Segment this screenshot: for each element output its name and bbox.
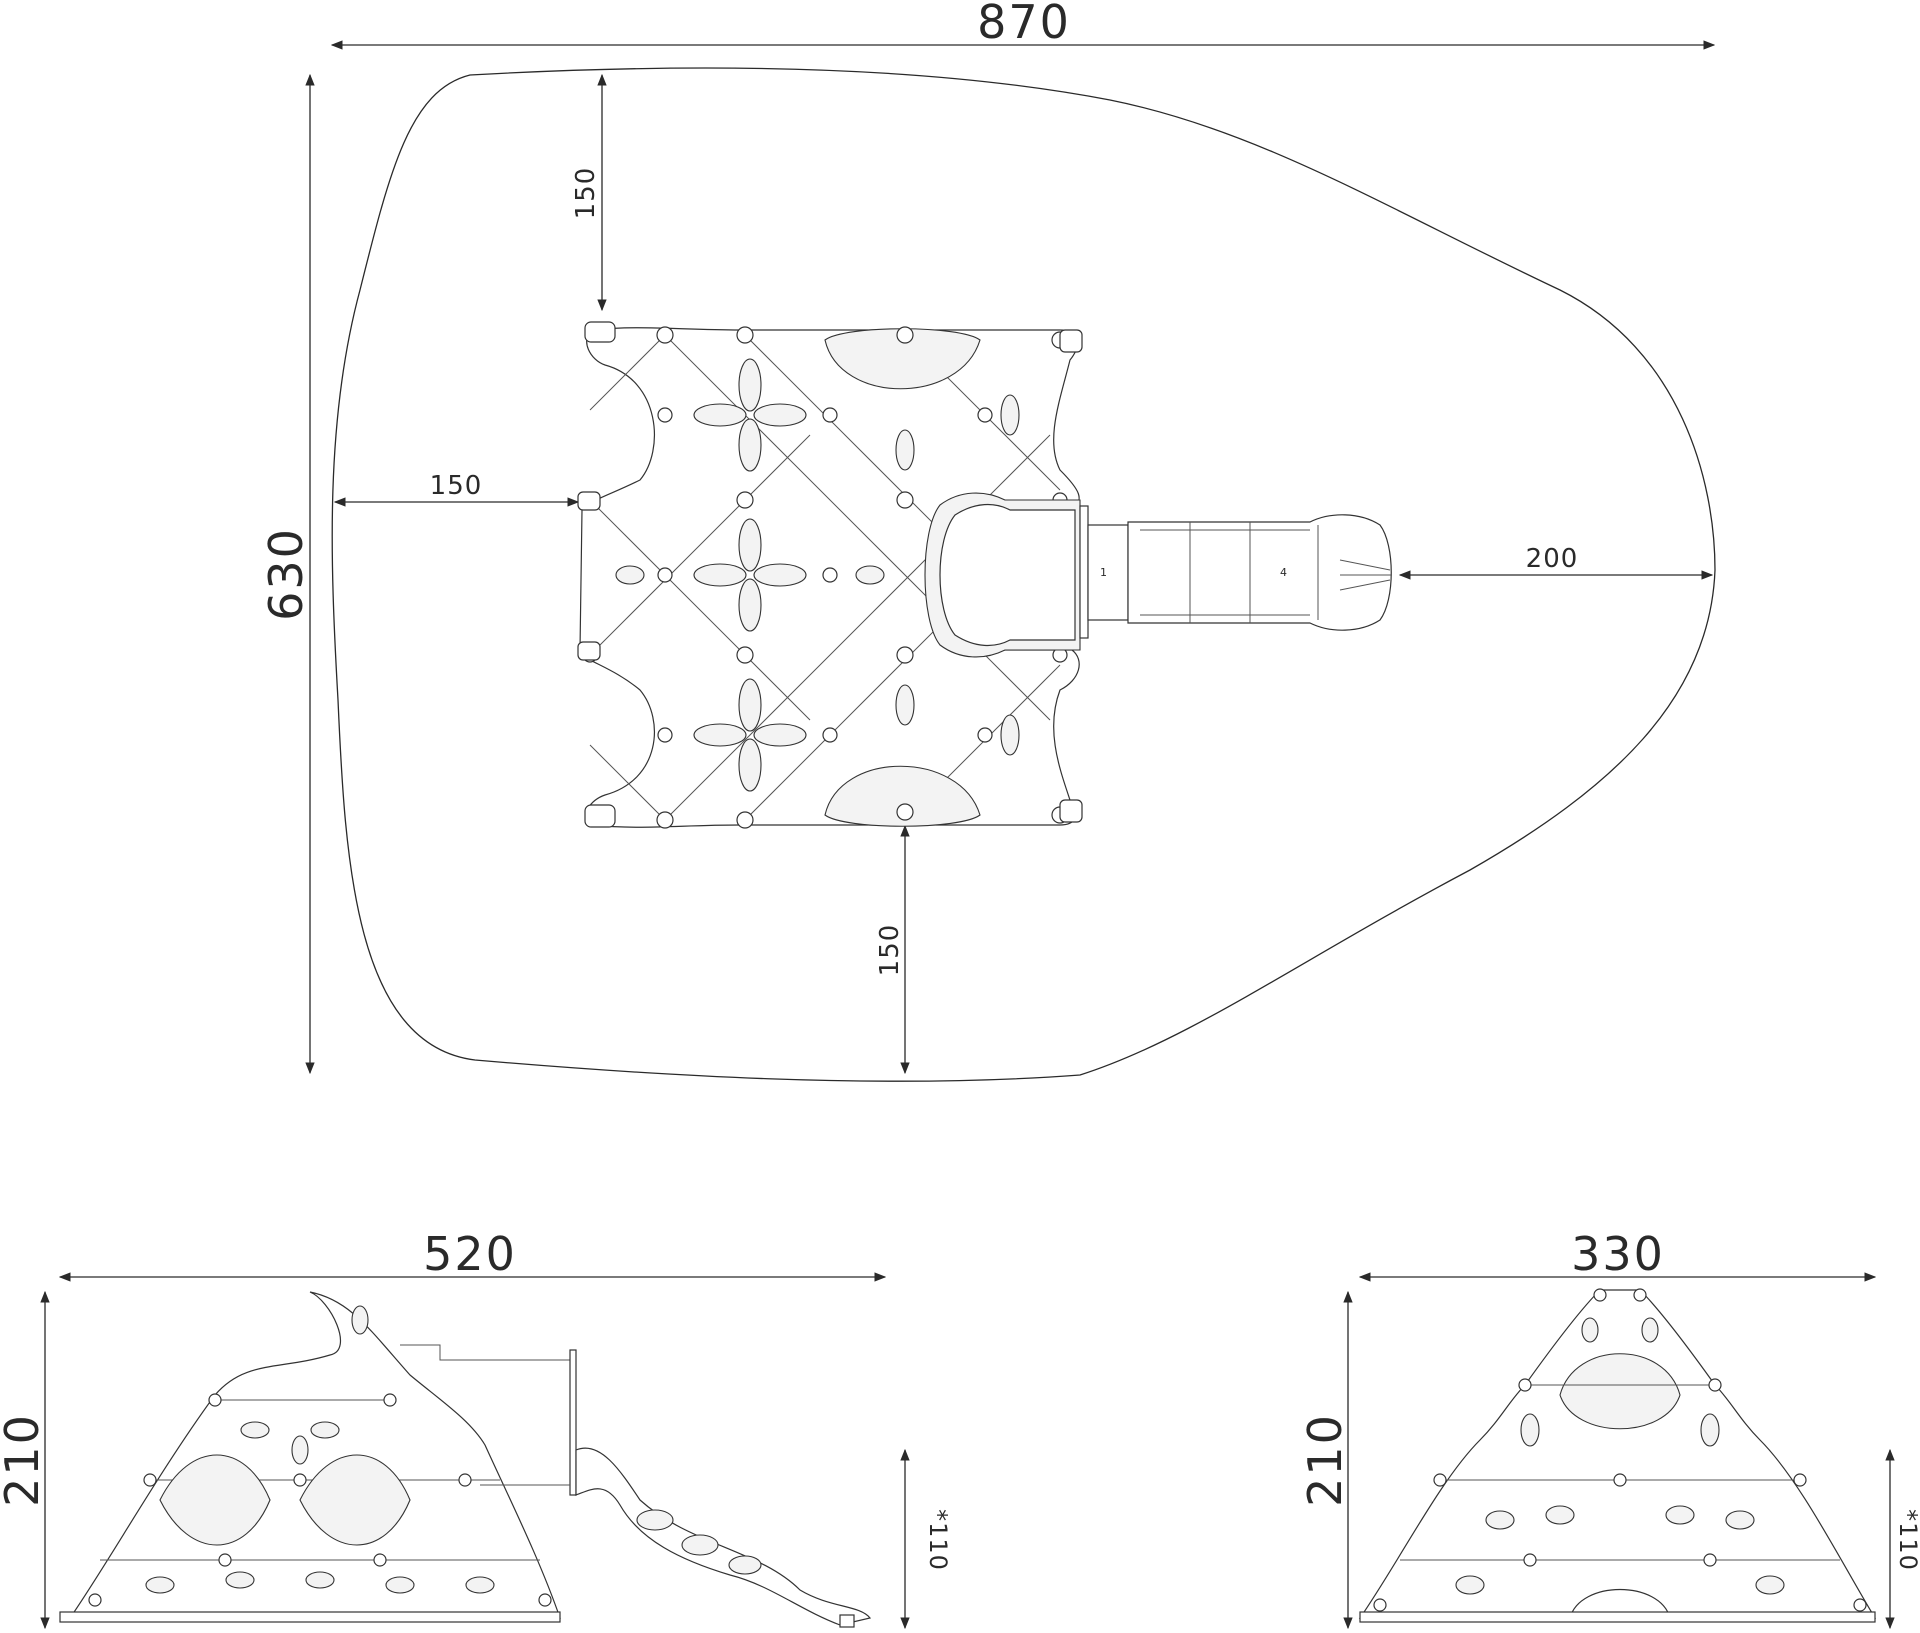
- slide-start-label: 1: [1100, 566, 1107, 579]
- top-view: 870 630 150 150 150 200: [259, 0, 1716, 1082]
- top-height-label: 630: [259, 527, 313, 621]
- clearance-right-label: 200: [1526, 544, 1579, 574]
- side-fall-label: *110: [924, 1509, 952, 1571]
- side-height-label: 210: [0, 1413, 49, 1507]
- side-width-label: 520: [423, 1227, 517, 1281]
- safety-zone-outline: [331, 67, 1716, 1082]
- front-width-label: 330: [1571, 1227, 1665, 1281]
- front-fall-label: *110: [1894, 1509, 1920, 1571]
- clearance-left-label: 150: [430, 471, 483, 501]
- clearance-top-label: 150: [571, 167, 601, 220]
- slide-plan: 1 4: [924, 492, 1392, 658]
- climbing-frame-plan: [577, 321, 1083, 829]
- clearance-bottom-label: 150: [875, 924, 905, 977]
- slide-end-label: 4: [1280, 566, 1287, 579]
- front-height-label: 210: [1298, 1413, 1352, 1507]
- side-view: 520 210 *110: [0, 1227, 952, 1630]
- front-view: 330 210 *110: [1298, 1227, 1920, 1630]
- top-width-label: 870: [977, 0, 1071, 49]
